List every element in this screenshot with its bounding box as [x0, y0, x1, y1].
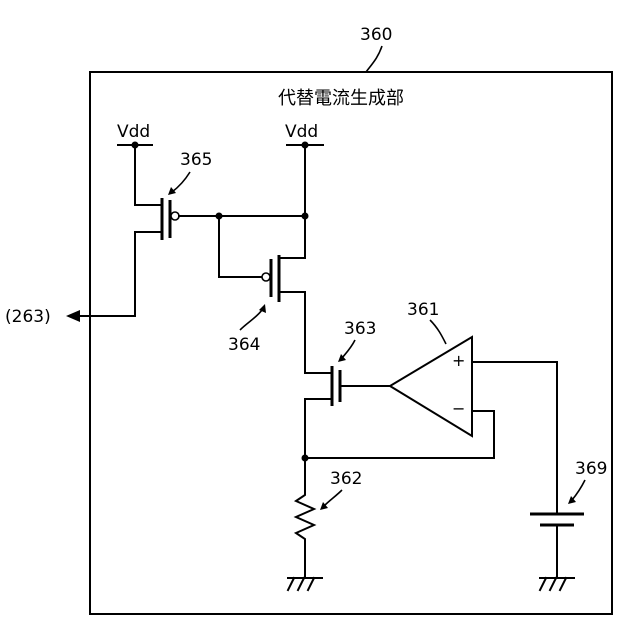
resistor-362-leader	[324, 490, 342, 506]
block-title: 代替電流生成部	[278, 88, 404, 109]
opamp-361-label: 361	[407, 300, 439, 320]
transistor-364-label: 364	[228, 335, 260, 355]
output-label: (263)	[5, 307, 51, 327]
ground-source	[540, 578, 574, 590]
block-ref-label: 360	[360, 25, 392, 45]
transistor-364-leader	[240, 310, 262, 330]
opamp-361-leader	[430, 320, 446, 344]
transistor-363-leader	[342, 340, 355, 358]
resistor-362	[296, 458, 314, 578]
source-369-label: 369	[575, 459, 607, 479]
resistor-362-label: 362	[330, 469, 362, 489]
transistor-363-label: 363	[344, 319, 376, 339]
source-369	[530, 514, 584, 578]
transistor-365-arrowhead	[168, 187, 176, 195]
block-outline	[90, 72, 612, 614]
block-ref-leader	[366, 46, 382, 72]
ground-resistor	[288, 578, 322, 590]
transistor-365-leader	[172, 172, 190, 192]
output-arrow	[66, 310, 80, 322]
transistor-365-label: 365	[180, 150, 212, 170]
vdd-left-label: Vdd	[117, 122, 150, 142]
source-369-leader	[572, 480, 585, 500]
opamp-plus-sign: +	[452, 351, 465, 370]
vdd-right-label: Vdd	[285, 122, 318, 142]
opamp-minus-sign: −	[452, 399, 465, 418]
